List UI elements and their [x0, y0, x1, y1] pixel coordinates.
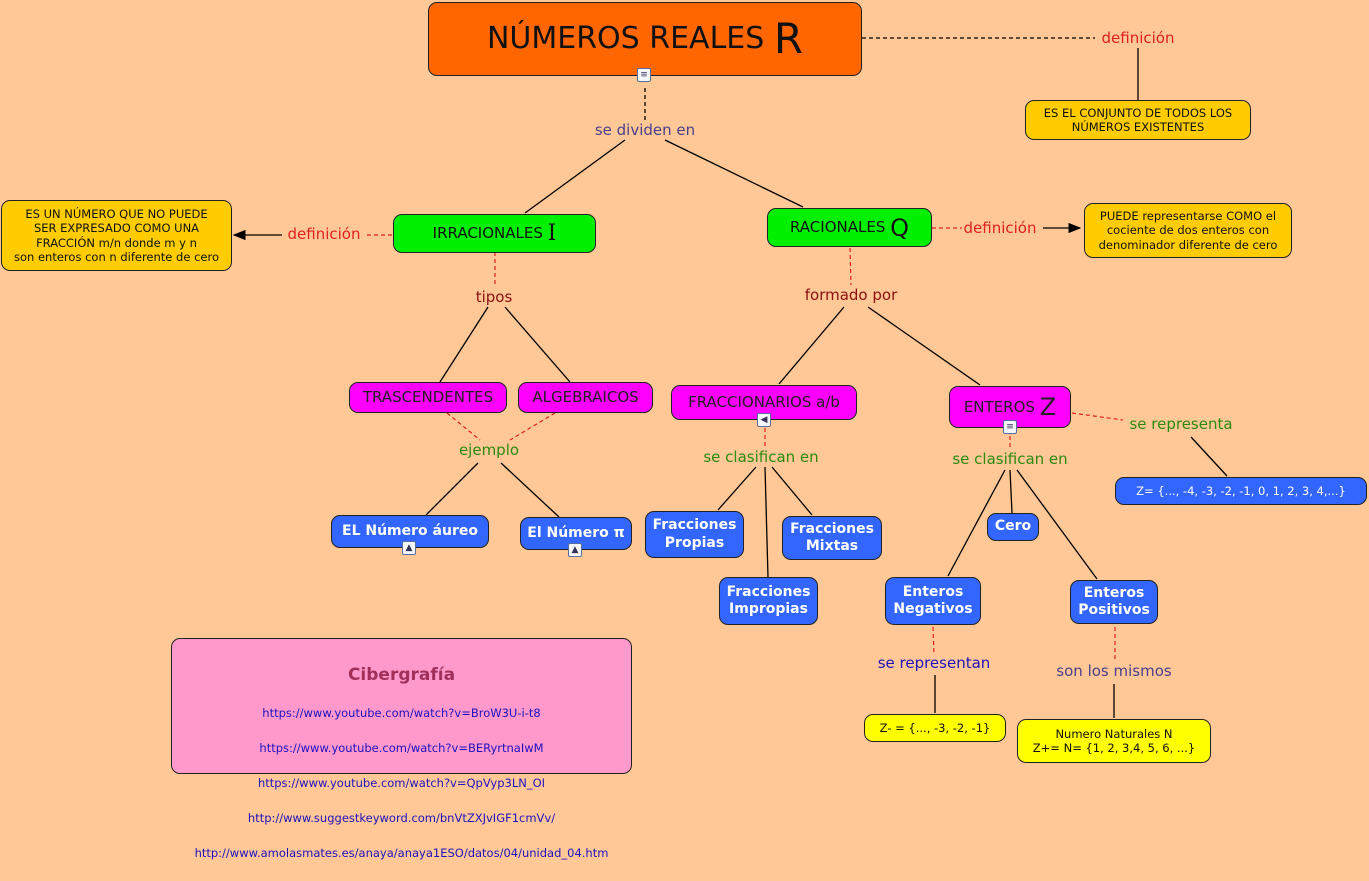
line — [778, 306, 845, 385]
definition-racionales: PUEDE representarse COMO el cociente de … — [1084, 203, 1292, 258]
link-label-se-clasifican-en: se clasifican en — [952, 450, 1068, 468]
reference-link[interactable]: https://www.youtube.com/watch?v=BERyrtna… — [259, 741, 544, 756]
cibergrafia-title: Cibergrafía — [347, 665, 456, 685]
set-z-minus: Z- = {..., -3, -2, -1} — [864, 714, 1006, 742]
line — [524, 139, 626, 214]
line — [425, 462, 479, 516]
concept-enteros-positivos[interactable]: Enteros Positivos — [1070, 580, 1158, 624]
link-label-se-dividen-en: se dividen en — [594, 121, 696, 139]
link-label-se-representa: se representa — [1129, 415, 1233, 433]
line — [717, 466, 757, 511]
link-label-definicion: definición — [287, 225, 361, 243]
concept-trascendentes[interactable]: TRASCENDENTES — [349, 382, 507, 413]
reference-link[interactable]: http://www.suggestkeyword.com/bnVtZXJvIG… — [247, 811, 556, 826]
line — [764, 466, 769, 578]
link-label-se-clasifican-en: se clasifican en — [703, 448, 819, 466]
image-icon[interactable]: ▲ — [568, 543, 582, 557]
document-icon[interactable]: ≡ — [637, 68, 651, 82]
enteros-symbol: Z — [1039, 393, 1057, 421]
line — [664, 139, 804, 208]
line — [446, 412, 481, 441]
audio-icon[interactable]: ◀ — [757, 413, 771, 427]
definition-reales: ES EL CONJUNTO DE TODOS LOS NÚMEROS EXIS… — [1025, 100, 1251, 140]
root-symbol: R — [773, 13, 804, 63]
root-concept-numeros-reales[interactable]: NÚMEROS REALES R — [428, 2, 862, 76]
definition-irracionales: ES UN NÚMERO QUE NO PUEDE SER EXPRESADO … — [1, 200, 232, 271]
link-label-formado-por: formado por — [804, 286, 898, 304]
line — [849, 247, 852, 286]
line — [771, 466, 813, 516]
concept-fracciones-propias[interactable]: Fracciones Propias — [645, 511, 744, 558]
concept-algebraicos[interactable]: ALGEBRAICOS — [518, 382, 653, 413]
link-label-definicion: definición — [963, 219, 1037, 237]
link-label-tipos: tipos — [475, 288, 513, 306]
concept-enteros-negativos[interactable]: Enteros Negativos — [885, 577, 981, 625]
reference-link[interactable]: https://www.youtube.com/watch?v=BroW3U-i… — [262, 706, 541, 721]
line — [504, 306, 571, 383]
enteros-label: ENTEROS — [963, 397, 1035, 416]
link-label-definicion: definición — [1101, 29, 1175, 47]
concept-cero[interactable]: Cero — [987, 513, 1039, 541]
line — [1190, 436, 1228, 477]
line — [1016, 469, 1098, 580]
link-label-se-representan: se representan — [877, 654, 991, 672]
line — [1071, 412, 1124, 421]
reference-link[interactable]: https://www.youtube.com/watch?v=QpVyp3LN… — [257, 776, 546, 791]
concept-racionales[interactable]: RACIONALES Q — [767, 208, 932, 247]
image-icon[interactable]: ▲ — [402, 541, 416, 555]
concept-fraccionarios[interactable]: FRACCIONARIOS a/b — [671, 385, 857, 420]
link-label-son-los-mismos: son los mismos — [1056, 662, 1172, 680]
irracionales-symbol: I — [547, 220, 557, 246]
irracionales-label: IRRACIONALES — [432, 224, 543, 243]
line — [509, 412, 556, 441]
set-naturales: Numero Naturales N Z+= N= {1, 2, 3,4, 5,… — [1017, 719, 1211, 763]
connection-lines — [232, 37, 1228, 718]
concept-fracciones-mixtas[interactable]: Fracciones Mixtas — [782, 516, 882, 560]
line — [932, 626, 935, 656]
cibergrafia-box: Cibergrafía https://www.youtube.com/watc… — [171, 638, 632, 860]
racionales-symbol: Q — [890, 213, 910, 242]
line — [1009, 469, 1013, 514]
line — [867, 306, 981, 386]
line — [439, 306, 489, 383]
concept-fracciones-impropias[interactable]: Fracciones Impropias — [719, 577, 818, 625]
link-label-ejemplo: ejemplo — [458, 441, 520, 459]
line — [500, 462, 560, 518]
set-z[interactable]: Z= {..., -4, -3, -2, -1, 0, 1, 2, 3, 4,.… — [1115, 477, 1367, 505]
reference-link[interactable]: http://www.amolasmates.es/anaya/anaya1ES… — [194, 846, 609, 861]
concept-irracionales[interactable]: IRRACIONALES I — [393, 214, 596, 253]
line — [947, 469, 1006, 577]
root-title: NÚMEROS REALES — [486, 21, 765, 57]
document-icon[interactable]: ≡ — [1003, 420, 1017, 434]
racionales-label: RACIONALES — [789, 218, 886, 237]
